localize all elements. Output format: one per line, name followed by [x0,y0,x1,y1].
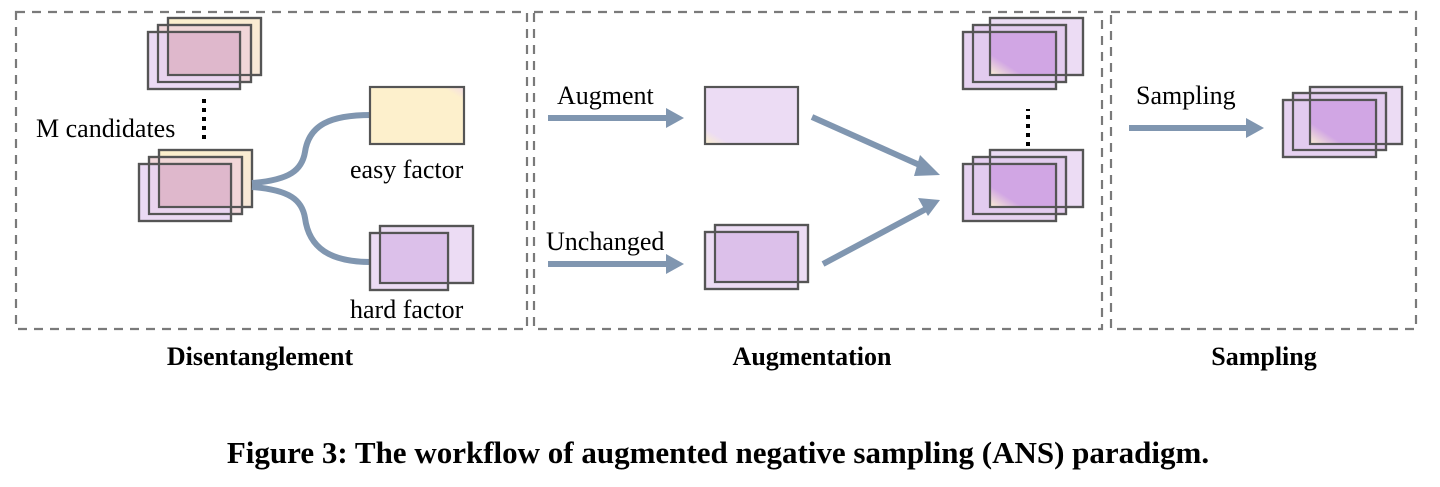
augmented-pool-stack-top [961,16,1085,91]
hard-factor-stack [368,224,475,292]
label-sampling-arrow: Sampling [1136,81,1236,110]
label-hard-factor: hard factor [350,295,464,324]
curve-to-hard-factor [251,184,372,265]
arrow-augmented-to-pool [810,114,940,176]
augmented-sample-box [703,85,800,146]
label-unchanged: Unchanged [546,227,664,256]
unchanged-sample-stack [703,223,810,291]
candidate-stack-bottom [137,148,254,223]
curve-to-easy-factor [251,112,372,186]
label-m-candidates: M candidates [36,114,175,143]
arrow-sampling [1129,118,1264,138]
panel-sampling [1109,10,1418,331]
label-augment: Augment [557,81,655,110]
section-title-augmentation: Augmentation [733,342,892,371]
sampled-negative-stack [1281,85,1404,159]
ellipsis-dots-pool [1026,109,1030,146]
section-title-disentanglement: Disentanglement [167,342,354,371]
augmented-pool-stack-bottom [961,148,1085,223]
easy-factor-box [368,85,466,146]
arrow-unchanged [548,254,684,274]
section-title-sampling: Sampling [1211,342,1317,371]
figure-caption: Figure 3: The workflow of augmented nega… [227,435,1209,470]
panel-augmentation [532,10,1104,331]
arrow-augment [548,108,684,128]
arrow-unchanged-to-pool [821,198,940,267]
label-easy-factor: easy factor [350,155,464,184]
ellipsis-dots-candidates [202,99,206,139]
candidate-stack-top [146,16,263,91]
